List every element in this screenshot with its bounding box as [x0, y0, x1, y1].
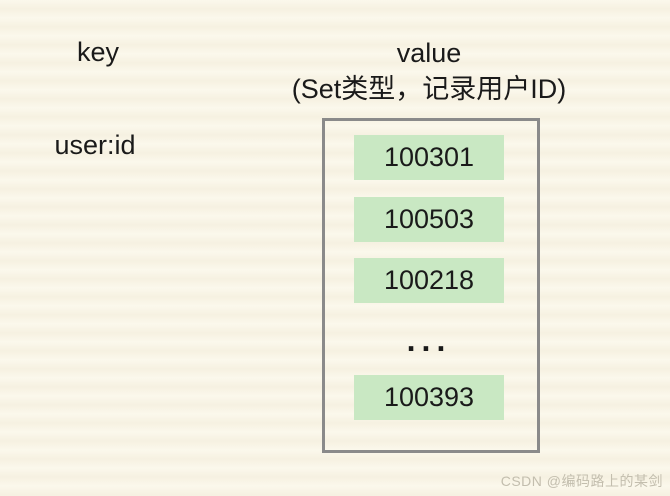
more-members-ellipsis: ... — [406, 322, 452, 358]
key-entry-user-id: user:id — [54, 130, 136, 160]
value-column-subtitle: (Set类型，记录用户ID) — [291, 74, 567, 104]
set-value-box — [322, 118, 540, 453]
set-member: 100218 — [354, 258, 504, 303]
value-column-header: value — [396, 38, 462, 68]
csdn-watermark: CSDN @编码路上的某剑 — [500, 473, 663, 489]
key-column-header: key — [76, 37, 120, 67]
set-member: 100393 — [354, 375, 504, 420]
set-member: 100503 — [354, 197, 504, 242]
set-member: 100301 — [354, 135, 504, 180]
